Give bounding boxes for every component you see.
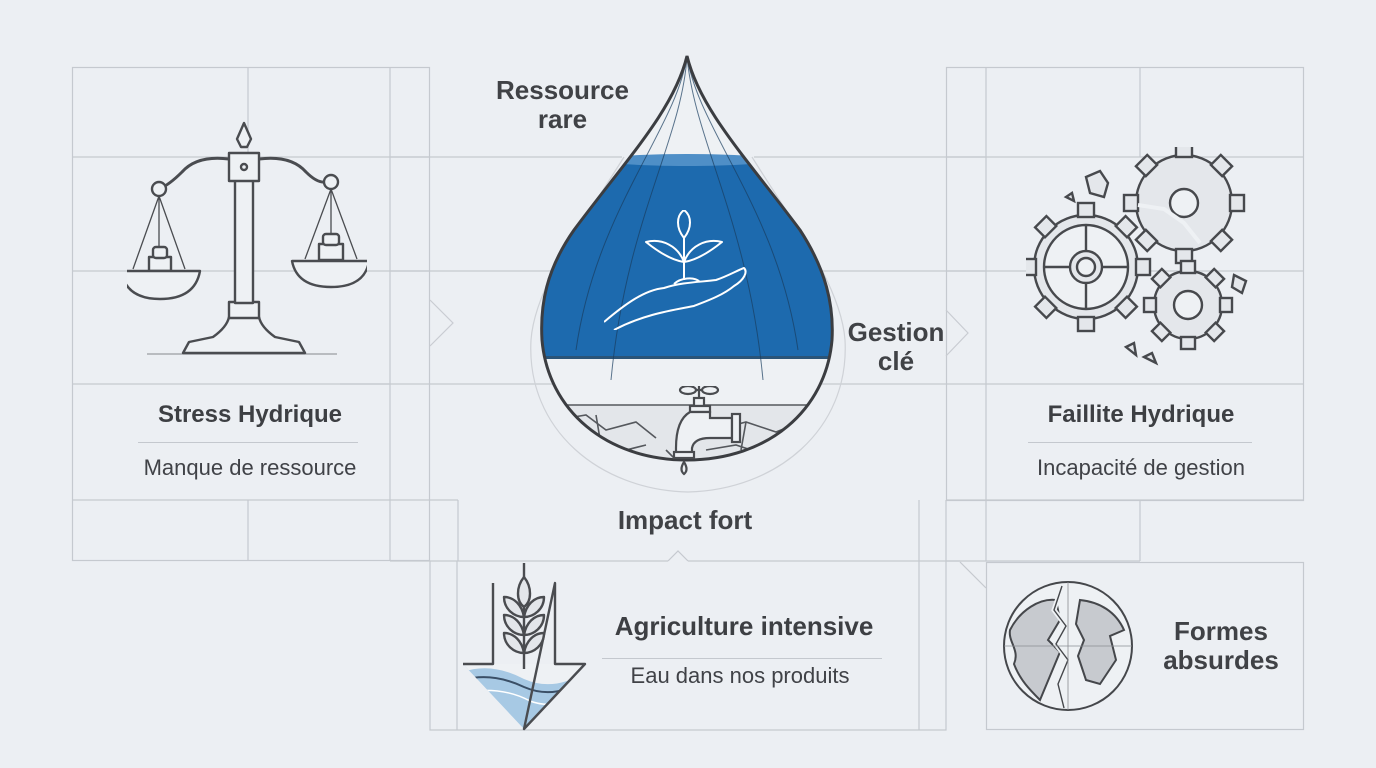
stress-hydrique-title: Stress Hydrique: [157, 401, 343, 428]
water-drop-graphic: [536, 50, 836, 476]
label-gestion-line1: Gestion: [847, 317, 945, 347]
broken-gears-icon: [1026, 147, 1248, 366]
stress-hydrique-subtitle: Manque de ressource: [143, 455, 357, 480]
label-ressource-rare: Ressource rare: [480, 76, 645, 134]
agriculture-intensive-title: Agriculture intensive: [614, 611, 874, 641]
cracked-globe-icon: [1003, 581, 1133, 711]
label-ressource-line1: Ressource: [496, 75, 629, 105]
faillite-hydrique-title: Faillite Hydrique: [1047, 401, 1235, 428]
label-gestion-line2: clé: [877, 346, 915, 376]
label-impact-fort: Impact fort: [617, 505, 753, 535]
stress-hydrique-panel: Stress Hydrique Manque de ressource: [72, 67, 430, 561]
faillite-hydrique-subtitle: Incapacité de gestion: [1037, 455, 1245, 480]
left-title-divider: [138, 442, 358, 443]
formes-absurdes-title: Formes absurdes: [1146, 617, 1296, 675]
faillite-hydrique-panel: Faillite Hydrique Incapacité de gestion: [946, 67, 1304, 501]
hand-holding-sprout-icon: [604, 210, 747, 330]
agriculture-intensive-panel: Agriculture intensive Eau dans nos produ…: [430, 561, 946, 731]
agriculture-divider: [602, 658, 882, 659]
wheat-water-arrow-icon: [463, 563, 587, 731]
formes-absurdes-panel: Formes absurdes: [986, 562, 1304, 730]
right-title-divider: [1028, 442, 1252, 443]
label-gestion-cle: Gestion clé: [836, 318, 956, 376]
label-ressource-line2: rare: [537, 104, 588, 134]
formes-line2: absurdes: [1163, 645, 1279, 675]
agriculture-intensive-subtitle: Eau dans nos produits: [630, 663, 850, 688]
formes-line1: Formes: [1174, 616, 1268, 646]
balance-scale-icon: [127, 121, 367, 355]
faucet-dry-soil-icon: [672, 386, 742, 476]
